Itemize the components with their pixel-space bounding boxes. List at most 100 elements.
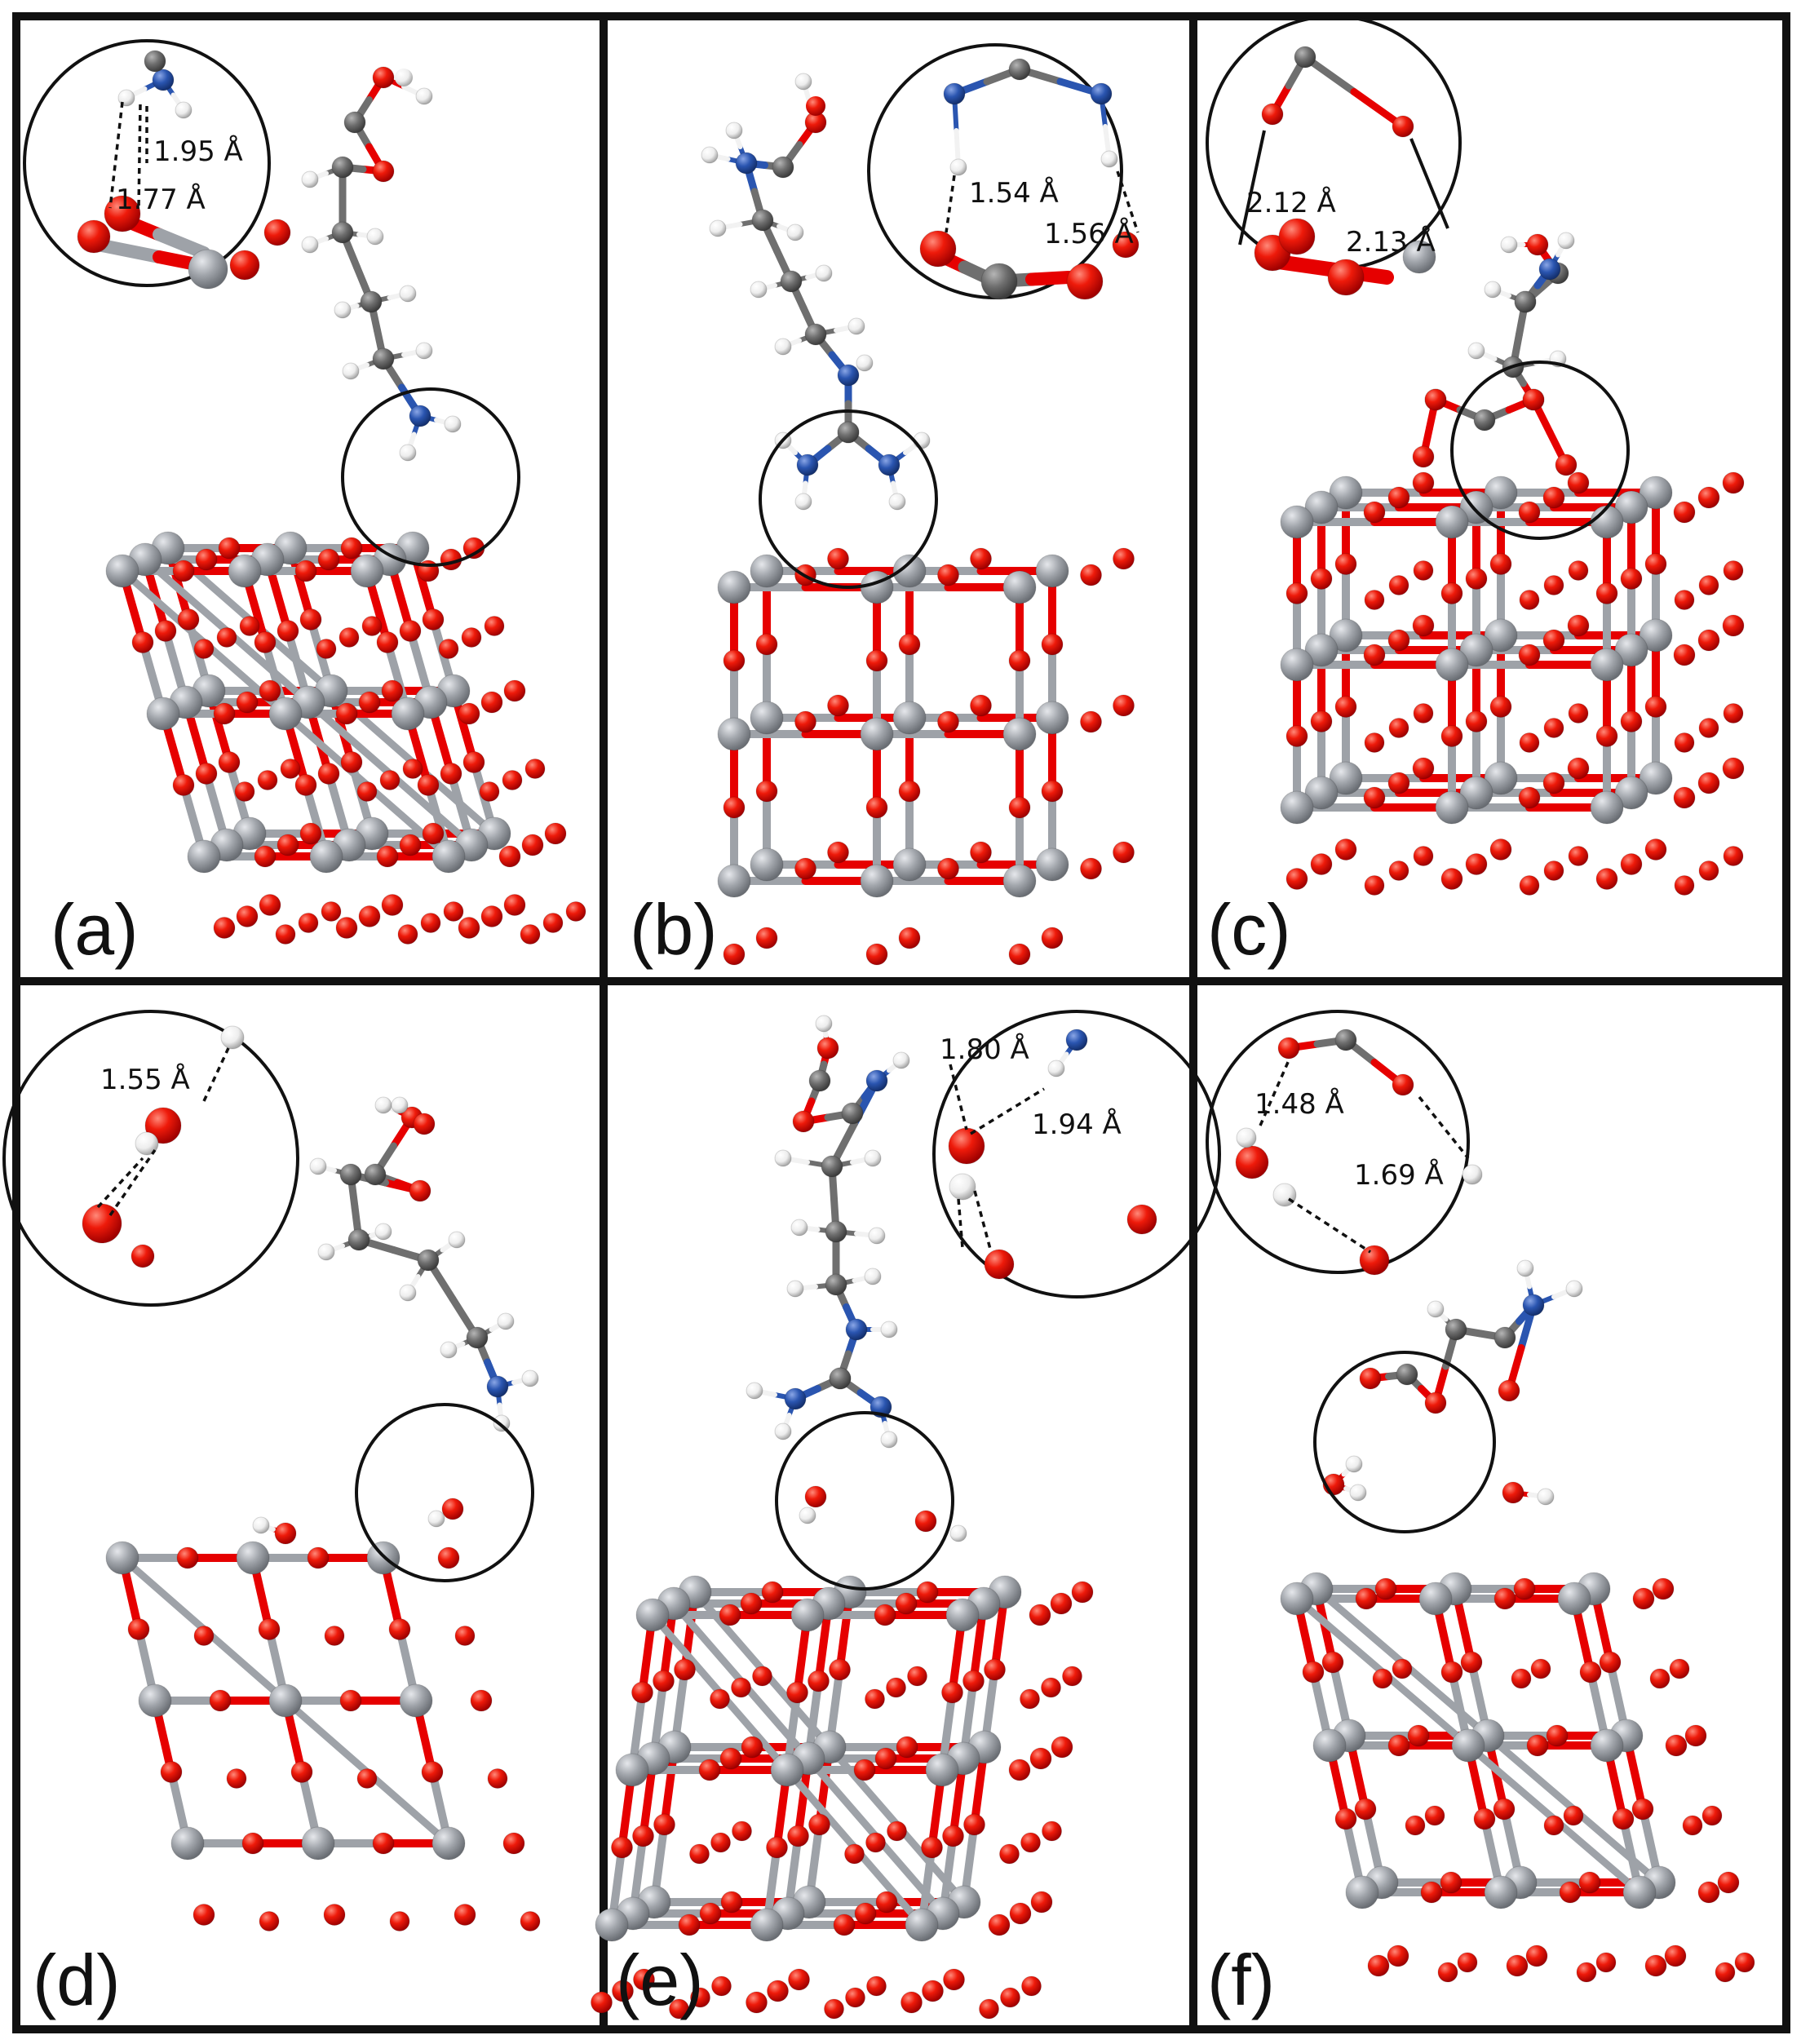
metal-atom — [945, 1598, 980, 1632]
distance-label-f-2: 1.69 Å — [1354, 1158, 1444, 1192]
oxygen-atom — [1522, 388, 1545, 411]
oxygen-atom — [1493, 1798, 1516, 1821]
oxygen-atom — [786, 1681, 808, 1704]
oxygen-atom — [844, 1843, 865, 1865]
panel-f — [1206, 1010, 1755, 1983]
oxygen-atom — [1723, 703, 1744, 723]
oxygen-atom — [710, 1688, 730, 1710]
metal-atom — [1639, 476, 1673, 510]
oxygen-atom — [1511, 1668, 1532, 1689]
oxygen-atom — [1457, 1952, 1478, 1973]
hydrogen-atom — [374, 1223, 392, 1241]
oxygen-atom — [792, 1110, 815, 1133]
panel-c — [1206, 15, 1745, 896]
carbon-atom — [980, 263, 1018, 300]
oxygen-atom — [1235, 1145, 1269, 1179]
oxygen-atom — [1029, 1747, 1052, 1770]
distance-label-a-2: 1.77 Å — [116, 183, 206, 216]
oxygen-atom — [690, 1987, 710, 2008]
metal-atom — [105, 1541, 139, 1575]
oxygen-atom — [845, 1987, 865, 2008]
oxygen-atom — [1364, 875, 1385, 896]
oxygen-atom — [229, 250, 260, 281]
hydrogen-atom — [1516, 1259, 1534, 1277]
hydrogen-atom — [880, 1321, 898, 1338]
metal-atom — [1280, 790, 1314, 825]
oxygen-atom — [1669, 1658, 1690, 1679]
oxygen-atom — [461, 627, 482, 648]
metal-atom — [860, 717, 894, 751]
oxygen-atom — [1392, 1073, 1414, 1096]
oxygen-atom — [1555, 453, 1578, 476]
oxygen-atom — [1697, 629, 1720, 652]
carbon-atom — [837, 421, 860, 444]
metal-atom — [1622, 1875, 1657, 1909]
oxygen-atom — [962, 1670, 985, 1692]
oxygen-atom — [1698, 575, 1719, 595]
bond — [872, 1832, 947, 1918]
oxygen-atom — [633, 1968, 655, 1991]
oxygen-atom — [1278, 218, 1316, 255]
nitrogen-atom — [152, 69, 175, 91]
oxygen-atom — [1387, 772, 1410, 794]
hydrogen-atom — [799, 1506, 816, 1524]
outer-border — [12, 12, 1790, 2033]
oxygen-atom — [1673, 786, 1696, 809]
oxygen-atom — [914, 1510, 937, 1533]
hydrogen-atom — [427, 1510, 445, 1528]
bond — [1569, 1805, 1663, 1887]
bond — [1293, 1595, 1387, 1676]
oxygen-atom — [1530, 1658, 1551, 1679]
oxygen-atom — [275, 924, 296, 945]
oxygen-atom — [1355, 1587, 1378, 1610]
hydrogen-atom — [1484, 281, 1502, 299]
oxygen-atom — [653, 1670, 675, 1692]
oxygen-atom — [669, 1998, 689, 2020]
oxygen-atom — [827, 694, 849, 717]
oxygen-atom — [1518, 501, 1541, 524]
oxygen-atom — [1113, 547, 1135, 570]
oxygen-atom — [711, 1975, 732, 1997]
oxygen-atom — [1364, 590, 1385, 610]
hbond-dashed-line — [137, 104, 142, 209]
oxygen-atom — [865, 943, 888, 966]
oxygen-atom — [241, 1832, 264, 1855]
oxygen-atom — [417, 774, 440, 796]
carbon-atom — [772, 156, 794, 179]
inset-c — [1238, 46, 1449, 296]
hydrogen-atom — [135, 1131, 159, 1156]
metal-atom — [750, 701, 784, 735]
oxygen-atom — [1644, 553, 1667, 575]
oxygen-atom — [356, 1768, 378, 1789]
zoom-circle-e — [775, 1411, 954, 1591]
oxygen-atom — [720, 1891, 743, 1913]
metal-atom — [1459, 633, 1493, 667]
oxygen-atom — [755, 927, 778, 949]
distance-label-d-1: 1.55 Å — [100, 1063, 190, 1096]
panel-label-b: (b) — [630, 889, 718, 970]
oxygen-atom — [1387, 1944, 1409, 1967]
carbon-atom — [808, 1069, 831, 1092]
hydrogen-atom — [794, 73, 812, 91]
carbon-atom — [417, 1249, 440, 1272]
hydrogen-atom — [1427, 1300, 1445, 1318]
oxygen-atom — [82, 1203, 122, 1244]
oxygen-atom — [1387, 486, 1410, 509]
oxygen-atom — [480, 905, 503, 927]
hydrogen-atom — [868, 1227, 886, 1245]
distance-label-c-2: 2.13 Å — [1346, 225, 1436, 259]
oxygen-atom — [1717, 1871, 1740, 1894]
oxygen-atom — [874, 1747, 897, 1770]
nitrogen-atom — [943, 82, 966, 105]
distance-label-e-1: 1.80 Å — [940, 1033, 1029, 1066]
panel-label-d: (d) — [33, 1940, 121, 2020]
metal-atom — [1035, 701, 1069, 735]
oxygen-atom — [437, 1546, 460, 1569]
hydrogen-atom — [815, 1015, 833, 1033]
hbond-dashed-line — [1288, 1197, 1371, 1254]
oxygen-atom — [1567, 614, 1590, 637]
metal-atom — [1484, 618, 1518, 653]
metal-atom — [1590, 790, 1624, 825]
oxygen-atom — [376, 631, 399, 653]
